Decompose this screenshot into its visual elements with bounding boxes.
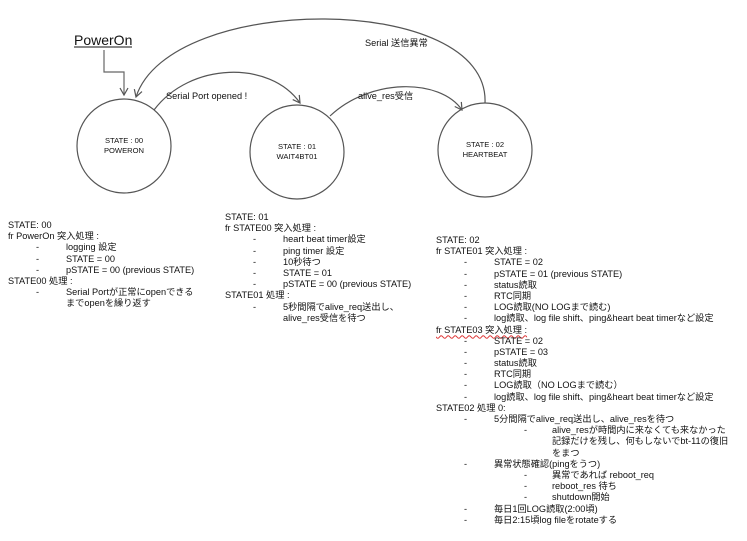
poweron-arrow	[103, 50, 129, 97]
note-text: RTC同期	[494, 290, 532, 301]
transition-label-s00-s01: Serial Port opened !	[166, 91, 247, 101]
note-text: pSTATE = 00 (previous STATE)	[283, 279, 412, 290]
bullet-dash: -	[524, 425, 528, 436]
state-02-label: STATE : 02	[466, 140, 504, 149]
note-text: alive_res受信を待つ	[283, 312, 366, 323]
note-text: STATE = 00	[66, 253, 115, 264]
note-text: 5秒間隔でalive_req送出し、	[283, 301, 399, 312]
bullet-dash: -	[36, 253, 40, 264]
note-text: LOG読取（NO LOGまで読む）	[494, 380, 623, 391]
bullet-dash: -	[464, 503, 468, 514]
note-text: pSTATE = 03	[494, 346, 549, 357]
state-01-name: WAIT4BT01	[276, 152, 317, 161]
note-text: shutdown開始	[552, 492, 610, 503]
bullet-dash: -	[253, 256, 257, 267]
state-00-name: POWERON	[104, 146, 144, 155]
bullet-dash: -	[524, 469, 528, 480]
note-text: status読取	[494, 358, 537, 369]
bullet-dash: -	[464, 313, 468, 324]
note-text: ping timer 設定	[283, 245, 345, 256]
note-text: reboot_res 待ち	[552, 481, 617, 492]
bullet-dash: -	[36, 242, 40, 253]
note-text: 毎日1回LOG読取(2:00頃)	[494, 503, 598, 514]
note-text: RTC同期	[494, 369, 532, 380]
note-text: 10秒待つ	[283, 256, 321, 267]
note-text: status読取	[494, 279, 537, 290]
bullet-dash: -	[464, 346, 468, 357]
state-node-00: STATE : 00 POWERON	[76, 98, 172, 194]
state-00-label: STATE : 00	[105, 136, 143, 145]
note-text: 5分間隔でalive_req送出し、alive_resを待つ	[494, 414, 675, 424]
note-text: LOG読取(NO LOGまで読む)	[494, 302, 611, 313]
note-text: pSTATE = 01 (previous STATE)	[494, 268, 623, 279]
note-text: log読取、log file shift、ping&heart beat tim…	[494, 391, 714, 402]
note-text: fr PowerOn 突入処理 :	[8, 231, 99, 242]
note-text: logging 設定	[66, 242, 117, 253]
arrow-s00-to-s01	[153, 71, 301, 111]
poweron-label: PowerOn	[74, 32, 132, 48]
state-02-name: HEARTBEAT	[463, 150, 508, 159]
state-node-02: STATE : 02 HEARTBEAT	[437, 102, 533, 198]
bullet-dash: -	[464, 514, 468, 525]
bullet-dash: -	[253, 245, 257, 256]
note-text: heart beat timer設定	[283, 234, 366, 245]
bullet-dash: -	[524, 492, 528, 503]
bullet-dash: -	[464, 380, 468, 391]
state-01-label: STATE : 01	[278, 142, 316, 151]
bullet-dash: -	[464, 414, 468, 424]
bullet-dash: -	[253, 279, 257, 290]
bullet-dash: -	[464, 290, 468, 301]
state-circle-01	[249, 104, 345, 200]
bullet-dash: -	[464, 391, 468, 402]
note-text: alive_resが時間内に来なくても来なかった	[552, 425, 726, 436]
bullet-dash: -	[464, 369, 468, 380]
bullet-dash: -	[464, 358, 468, 369]
note-text: までopenを繰り返す	[66, 298, 151, 309]
note-text: fr STATE01 突入処理 :	[436, 246, 528, 257]
state-circle-00	[76, 98, 172, 194]
transition-label-s02-s00: Serial 送信異常	[365, 37, 428, 48]
note-text: fr STATE03 突入処理 :	[436, 324, 528, 335]
state-node-01: STATE : 01 WAIT4BT01	[249, 104, 345, 200]
bullet-dash: -	[464, 335, 468, 346]
arrow-s01-to-s02	[329, 86, 463, 117]
transition-label-s01-s02: alive_res受信	[358, 90, 413, 101]
note-text: log読取、log file shift、ping&heart beat tim…	[494, 313, 714, 324]
note-text: STATE = 02	[494, 257, 543, 268]
note-text: 異常であれば reboot_req	[552, 469, 655, 480]
bullet-dash: -	[253, 267, 257, 278]
bullet-dash: -	[524, 481, 528, 492]
bullet-dash: -	[253, 234, 257, 245]
note-text: 異常状態確認(pingをうつ)	[494, 458, 601, 469]
note-text: STATE: 00	[8, 220, 52, 230]
note-text: fr STATE00 突入処理 :	[225, 223, 317, 234]
note-text: をまつ	[552, 447, 580, 458]
arrow-s02-to-s00	[133, 18, 486, 104]
bullet-dash: -	[464, 302, 468, 313]
note-text: STATE: 01	[225, 212, 269, 222]
note-text: STATE = 02	[494, 335, 543, 346]
note-text: 毎日2:15頃log fileをrotateする	[494, 514, 618, 525]
note-text: STATE01 処理 :	[225, 290, 290, 301]
note-text: STATE: 02	[436, 235, 480, 245]
bullet-dash: -	[464, 458, 468, 469]
bullet-dash: -	[36, 264, 40, 275]
note-text: Serial Portが正常にopenできる	[66, 287, 194, 298]
bullet-dash: -	[36, 287, 40, 298]
bullet-dash: -	[464, 257, 468, 268]
bullet-dash: -	[464, 268, 468, 279]
note-text: STATE00 処理 :	[8, 275, 73, 286]
bullet-dash: -	[464, 279, 468, 290]
note-text: STATE = 01	[283, 267, 332, 278]
note-text: pSTATE = 00 (previous STATE)	[66, 264, 195, 275]
note-text: 記録だけを残し、何もしないでbt-11の復旧	[552, 436, 729, 447]
note-text: STATE02 処理 0:	[436, 402, 506, 413]
bullet-dash: -	[253, 301, 257, 312]
